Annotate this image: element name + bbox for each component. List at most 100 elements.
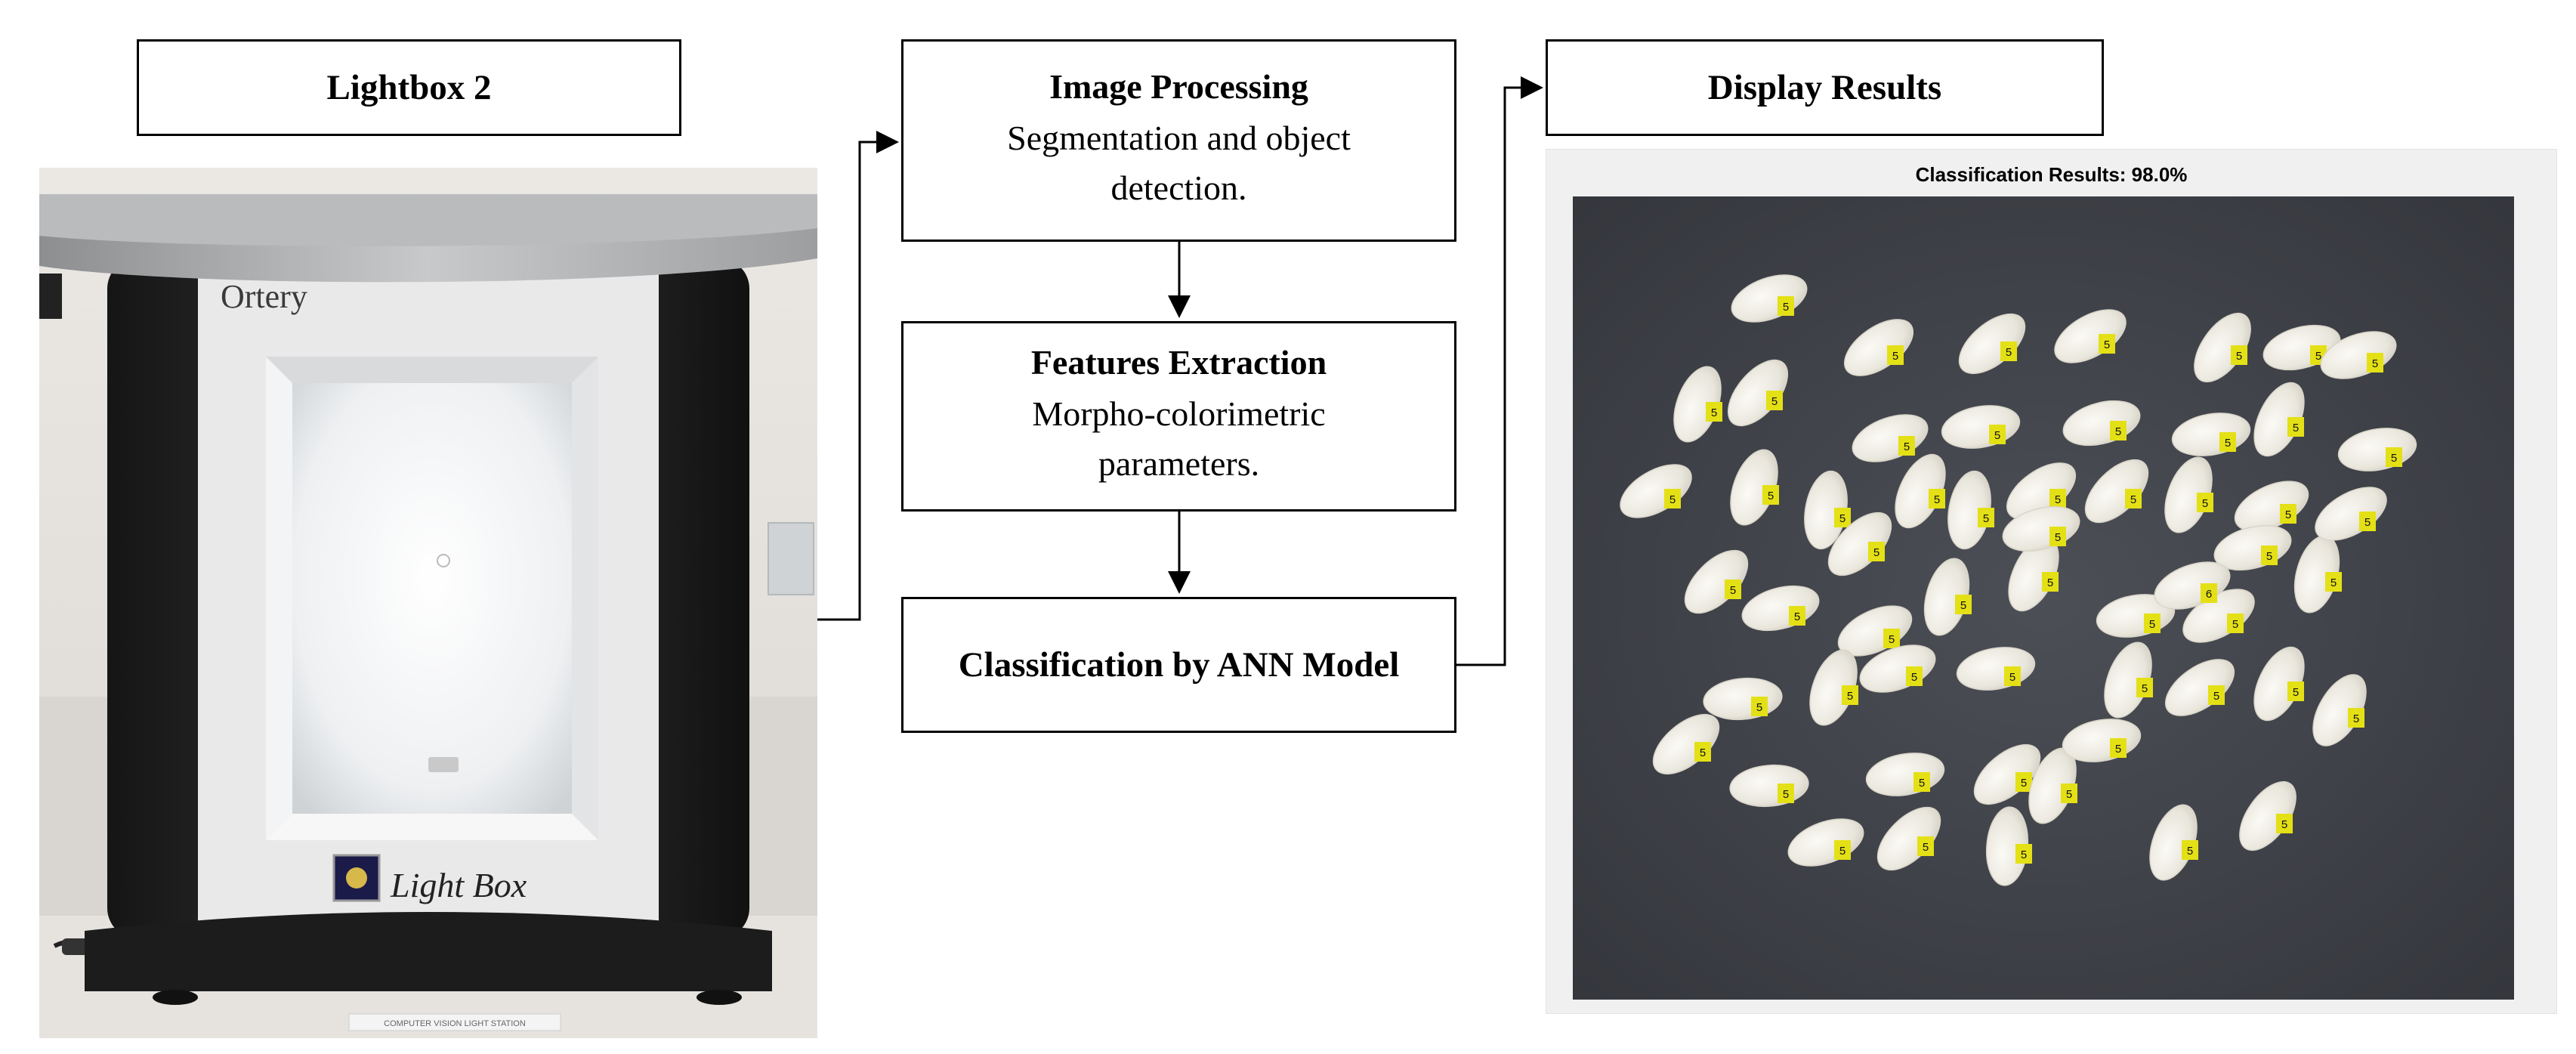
grain-class-label: 5 xyxy=(2293,422,2299,434)
grain-class-tag: 5 xyxy=(2099,334,2115,354)
grain-class-label: 5 xyxy=(1873,546,1879,559)
grain-class-tag-bg xyxy=(2359,512,2376,531)
grain-class-label: 5 xyxy=(2115,425,2121,438)
grain-class-tag-bg xyxy=(1778,784,1794,803)
rice-grain-body xyxy=(1620,464,1692,518)
grain-class-label: 5 xyxy=(1771,395,1778,408)
grain-class-label: 5 xyxy=(1960,599,1966,612)
grain-class-label: 5 xyxy=(1700,746,1706,759)
grain-class-tag-bg xyxy=(1766,391,1783,410)
grain-layer: 5 5 5 5 5 5 5 5 5 5 5 5 5 5 5 5 5 5 5 5 5 5 5 5 5 5 5 5 5 5 5 5 5 5 5 5 5 5 5 5… xyxy=(1620,274,2417,886)
grain-class-tag-bg xyxy=(2219,432,2236,452)
rice-grain xyxy=(1620,464,1692,518)
grain-class-tag-bg xyxy=(2015,844,2032,864)
grain-class-tag-bg xyxy=(1751,697,1768,716)
features-extraction-title: Features Extraction xyxy=(1030,342,1327,382)
grain-class-label: 5 xyxy=(1983,512,1989,525)
grain-class-tag-bg xyxy=(1913,772,1930,792)
grain-class-tag-bg xyxy=(1706,402,1722,422)
grain-class-tag-bg xyxy=(2125,489,2142,508)
grain-class-tag-bg xyxy=(2287,682,2304,701)
grain-class-label: 5 xyxy=(1839,845,1846,858)
grain-class-tag-bg xyxy=(2276,814,2293,833)
grain-class-tag-bg xyxy=(1664,489,1681,508)
grain-class-tag-bg xyxy=(1906,666,1923,686)
grain-class-tag: 5 xyxy=(1694,742,1711,762)
grain-class-label: 5 xyxy=(2213,690,2219,703)
grain-class-label: 5 xyxy=(2055,531,2061,544)
lightbox-photo: Ortery Light Box COMPUTER VISION LIGHT S… xyxy=(39,168,817,1038)
grain-class-tag: 6 xyxy=(2201,583,2217,603)
grain-class-label: 5 xyxy=(2372,357,2378,370)
grain-class-tag-bg xyxy=(2197,493,2213,512)
grain-class-tag-bg xyxy=(2325,572,2342,592)
grain-class-tag: 5 xyxy=(2325,572,2342,592)
grain-class-tag: 5 xyxy=(2261,546,2278,565)
grain-class-tag: 5 xyxy=(2015,772,2032,792)
grain-class-label: 5 xyxy=(2149,618,2155,631)
grain-class-label: 5 xyxy=(1756,701,1762,714)
grain-class-tag: 5 xyxy=(2125,489,2142,508)
grain-class-tag: 5 xyxy=(1664,489,1681,508)
grain-class-label: 5 xyxy=(2142,682,2148,695)
grain-class-label: 5 xyxy=(1904,440,1910,453)
image-processing-title: Image Processing xyxy=(1049,66,1308,106)
grain-class-tag: 5 xyxy=(2144,614,2161,633)
grain-class-tag-bg xyxy=(1883,629,1900,648)
grain-class-label: 5 xyxy=(1994,429,2000,442)
grain-class-label: 5 xyxy=(2104,338,2110,351)
grain-class-tag: 5 xyxy=(2136,678,2153,697)
grain-class-tag-bg xyxy=(1834,840,1851,860)
grain-class-tag: 5 xyxy=(1789,606,1805,626)
grain-class-label: 5 xyxy=(1794,610,1800,623)
grain-class-tag: 5 xyxy=(2208,685,2225,705)
grain-class-tag: 5 xyxy=(2042,572,2059,592)
grain-class-label: 5 xyxy=(2285,508,2291,521)
grain-class-tag-bg xyxy=(2042,572,2059,592)
arrow-lightbox-to-processing xyxy=(817,131,899,621)
grain-class-tag: 5 xyxy=(2276,814,2293,833)
grain-class-tag-bg xyxy=(2015,772,2032,792)
grain-class-tag: 5 xyxy=(2359,512,2376,531)
grain-class-tag-bg xyxy=(2227,614,2244,633)
grain-class-label: 5 xyxy=(1730,584,1736,597)
grain-class-label: 5 xyxy=(2353,712,2359,725)
classification-results-title: Classification Results: 98.0% xyxy=(1915,163,2188,186)
grain-class-tag: 5 xyxy=(1978,508,1994,527)
grain-class-tag: 5 xyxy=(2015,844,2032,864)
grain-class-tag: 5 xyxy=(1989,425,2006,444)
grain-class-tag: 5 xyxy=(1834,840,1851,860)
grain-class-tag-bg xyxy=(2201,583,2217,603)
grain-class-tag: 5 xyxy=(2110,738,2127,758)
grain-class-tag: 5 xyxy=(1762,485,1779,505)
grain-class-tag-bg xyxy=(1789,606,1805,626)
rice-grain-body xyxy=(2315,487,2387,541)
features-extraction-subtitle: Morpho-colorimetric parameters. xyxy=(1032,394,1326,484)
lightbox-logo-text: Light Box xyxy=(390,866,527,904)
grain-class-label: 5 xyxy=(1711,406,1717,419)
rice-grain xyxy=(2315,487,2387,541)
grain-class-label: 5 xyxy=(2047,576,2053,589)
grain-class-tag-bg xyxy=(1955,595,1972,614)
grain-class-label: 5 xyxy=(2236,350,2242,363)
grain-class-label: 5 xyxy=(2130,493,2136,506)
grain-class-tag: 5 xyxy=(2049,489,2066,508)
grain-class-label: 5 xyxy=(1768,490,1774,502)
grain-class-tag-bg xyxy=(2136,678,2153,697)
grain-class-label: 5 xyxy=(2391,452,2397,465)
grain-class-label: 5 xyxy=(2293,686,2299,699)
grain-class-tag-bg xyxy=(2061,784,2077,803)
grain-class-label: 5 xyxy=(2266,550,2272,563)
grain-class-tag: 5 xyxy=(1778,784,1794,803)
lightbox-brand: Ortery xyxy=(221,278,307,315)
grain-class-label: 5 xyxy=(1783,301,1789,314)
grain-class-tag: 5 xyxy=(1725,580,1741,599)
image-processing-box: Image Processing Segmentation and object… xyxy=(901,39,1456,242)
grain-class-label: 5 xyxy=(1889,633,1895,646)
grain-class-tag-bg xyxy=(2280,504,2296,524)
image-processing-subtitle: Segmentation and object detection. xyxy=(1007,118,1351,208)
grain-class-tag: 5 xyxy=(1929,489,1945,508)
grain-class-tag-bg xyxy=(2367,353,2383,372)
grain-class-tag-bg xyxy=(1762,485,1779,505)
grain-class-tag: 5 xyxy=(1887,345,1904,365)
